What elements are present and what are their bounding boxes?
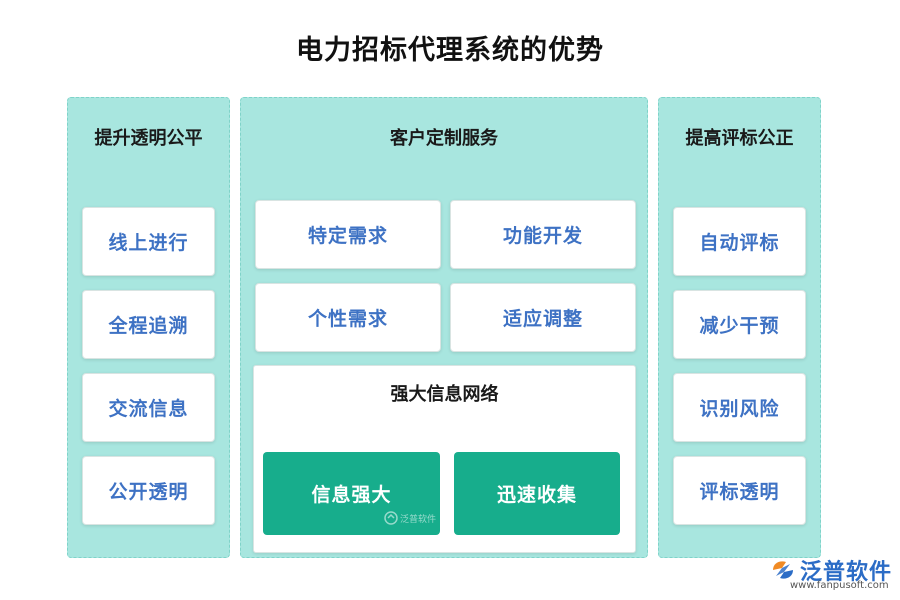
- center-panel-title: 客户定制服务: [390, 128, 498, 149]
- left-card-online: 线上进行: [82, 207, 215, 276]
- watermark-icon: [384, 511, 398, 525]
- center-card-adapt: 适应调整: [450, 283, 636, 352]
- center-panel: 客户定制服务 特定需求 功能开发 个性需求 适应调整 强大信息网络 信息强大 迅…: [240, 97, 648, 558]
- fanpu-logo-url: www.fanpusoft.com: [790, 580, 889, 591]
- left-panel: 提升透明公平 线上进行 全程追溯 交流信息 公开透明: [67, 97, 230, 558]
- fanpu-logo-text: 泛普软件: [800, 560, 893, 585]
- fanpu-logo-icon: [773, 561, 793, 579]
- center-card-specific-needs: 特定需求: [255, 200, 441, 269]
- info-strong-block: 信息强大: [263, 452, 440, 535]
- right-card-reduce-interference: 减少干预: [673, 290, 806, 359]
- left-card-traceable: 全程追溯: [82, 290, 215, 359]
- fanpu-logo: 泛普软件: [770, 554, 892, 586]
- left-panel-title: 提升透明公平: [94, 128, 203, 149]
- right-panel: 提高评标公正 自动评标 减少干预 识别风险 评标透明: [658, 97, 821, 558]
- center-card-personal-needs: 个性需求: [255, 283, 441, 352]
- info-network-title: 强大信息网络: [390, 384, 499, 405]
- right-card-auto-eval: 自动评标: [673, 207, 806, 276]
- right-panel-title: 提高评标公正: [685, 128, 794, 149]
- center-card-feature-dev: 功能开发: [450, 200, 636, 269]
- page-title: 电力招标代理系统的优势: [296, 35, 604, 66]
- watermark-small: 泛普软件: [384, 511, 436, 525]
- left-card-exchange: 交流信息: [82, 373, 215, 442]
- watermark-small-text: 泛普软件: [400, 514, 437, 525]
- info-network-box: 强大信息网络 信息强大 迅速收集: [253, 365, 636, 553]
- left-card-transparent: 公开透明: [82, 456, 215, 525]
- fast-collect-block: 迅速收集: [454, 452, 620, 535]
- right-card-eval-transparent: 评标透明: [673, 456, 806, 525]
- right-card-identify-risk: 识别风险: [673, 373, 806, 442]
